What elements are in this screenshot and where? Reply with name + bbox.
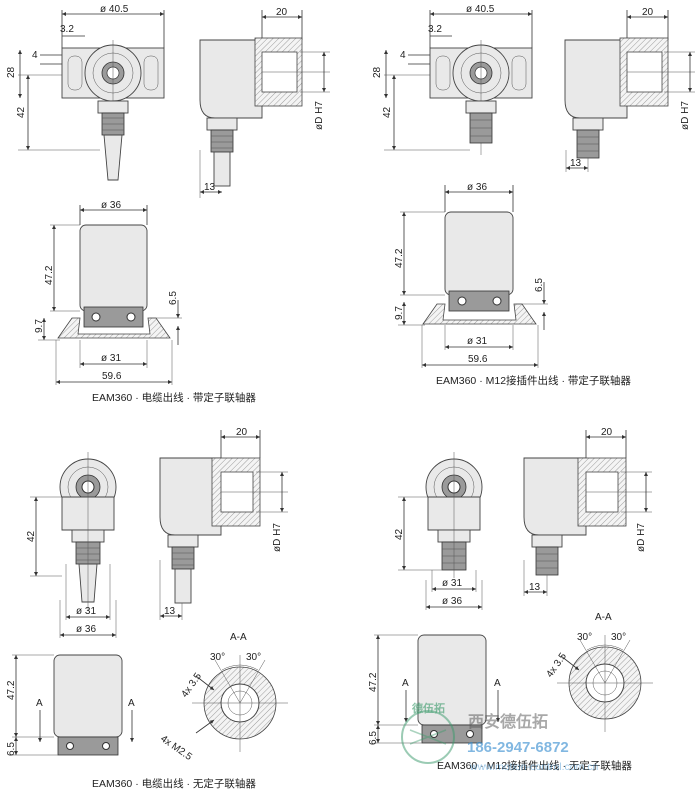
front-view: 42 ø 31 ø 36: [394, 452, 483, 610]
dim-47-2: 47.2: [394, 248, 405, 268]
angle-30-left: 30°: [577, 632, 592, 643]
panel-bottom-right-m12-without-stator: 42 ø 31 ø 36 20 øD H7 13: [368, 427, 653, 772]
stator-coupling: [57, 317, 171, 339]
dim-20: 20: [236, 427, 248, 438]
dim-42: 42: [394, 528, 405, 540]
caption: EAM360 · M12接插件出线 · 带定子联轴器: [436, 374, 631, 387]
watermark-seal-logo: 德伍拓: [401, 701, 455, 764]
dim-47-2: 47.2: [44, 265, 55, 285]
angle-30-right: 30°: [611, 632, 626, 643]
front-view-with-stator-coupling: ø 40.5 3.2 4 28 42: [6, 4, 165, 181]
dim-20: 20: [642, 7, 654, 18]
housing-side: [159, 457, 222, 536]
caption: EAM360 · 电缆出线 · 无定子联轴器: [92, 777, 256, 790]
side-view: 20 øD H7 13: [159, 427, 288, 620]
encoder-body: [53, 654, 123, 738]
dim-13: 13: [570, 158, 582, 169]
thread-4x-m2-5: 4x M2.5: [158, 733, 194, 763]
watermark-url: www.motion-control.com.cn: [469, 761, 599, 773]
dim-4: 4: [32, 50, 38, 61]
dim-13: 13: [529, 582, 541, 593]
thread-4x-3-5: 4x 3.5: [544, 651, 569, 680]
dim-47-2: 47.2: [368, 672, 379, 692]
front-view: 42 ø 31 ø 36: [26, 452, 117, 638]
dim-42: 42: [16, 106, 27, 118]
housing-side: [199, 39, 263, 119]
angle-30-left: 30°: [210, 652, 225, 663]
caption: EAM360 · 电缆出线 · 带定子联轴器: [92, 391, 256, 404]
section-view-a-a: A-A 30° 30° 4x 3.5: [544, 612, 653, 732]
dim-28: 28: [372, 66, 383, 78]
stator-coupling: [422, 303, 537, 325]
section-mark-a-right: A: [128, 698, 135, 709]
watermark-company: 西安德伍拓: [468, 712, 548, 731]
dim-diameter-31: ø 31: [442, 578, 462, 589]
housing-side: [564, 39, 628, 119]
dim-6-5: 6.5: [6, 742, 17, 756]
cable: [103, 134, 123, 181]
dim-42: 42: [26, 530, 37, 542]
dim-13: 13: [164, 606, 176, 617]
caption: EAM360 · M12接插件出线 · 无定子联轴器: [437, 759, 632, 772]
dim-6-5: 6.5: [168, 291, 179, 305]
side-view: 20 øD H7 13: [199, 7, 330, 198]
dim-3-2: 3.2: [428, 24, 442, 35]
thread-4x-3-5: 4x 3.5: [179, 671, 204, 700]
dim-13: 13: [204, 182, 216, 193]
panel-top-right-m12-with-stator: ø 40.5 3.2 4 28 42 20: [372, 4, 695, 387]
dim-bore-h7: øD H7: [272, 523, 283, 552]
dim-28: 28: [6, 66, 17, 78]
dim-diameter-36: ø 36: [467, 182, 487, 193]
dim-diameter-36: ø 36: [76, 624, 96, 635]
dim-diameter-31: ø 31: [467, 336, 487, 347]
section-mark-a-left: A: [402, 678, 409, 689]
side-view: 20 øD H7 13: [564, 7, 695, 172]
dim-20: 20: [276, 7, 288, 18]
front-view-with-stator-coupling: ø 40.5 3.2 4 28 42: [372, 4, 533, 155]
dim-4: 4: [400, 50, 406, 61]
dim-diameter-40-5: ø 40.5: [466, 4, 495, 15]
dim-diameter-36: ø 36: [442, 596, 462, 607]
encoder-body: [79, 224, 148, 312]
watermark: 德伍拓 西安德伍拓 186-2947-6872 www.motion-contr…: [401, 701, 599, 773]
dim-59-6: 59.6: [468, 354, 488, 365]
dim-diameter-31: ø 31: [76, 606, 96, 617]
dim-9-7: 9.7: [34, 319, 45, 333]
dim-9-7: 9.7: [394, 306, 405, 320]
dim-59-6: 59.6: [102, 371, 122, 382]
encoder-body: [444, 211, 514, 296]
dim-6-5: 6.5: [534, 278, 545, 292]
panel-top-left-cable-with-stator: ø 40.5 3.2 4 28 42: [6, 4, 330, 404]
dim-diameter-31: ø 31: [101, 353, 121, 364]
section-view-a-a: A-A 30° 30° 4x 3.5 4x M2.5: [158, 632, 288, 763]
dim-20: 20: [601, 427, 613, 438]
lower-view-with-stator: ø 36 47.2 9.7 6.5 ø 31 59.6: [394, 182, 548, 368]
side-view: 20 øD H7 13: [523, 427, 652, 596]
section-mark-a-right: A: [494, 678, 501, 689]
panel-bottom-left-cable-without-stator: 42 ø 31 ø 36 20 øD H7 13: [6, 427, 288, 790]
watermark-phone: 186-2947-6872: [467, 739, 569, 756]
angle-30-right: 30°: [246, 652, 261, 663]
dim-3-2: 3.2: [60, 24, 74, 35]
section-title: A-A: [230, 632, 247, 643]
dim-6-5: 6.5: [368, 731, 379, 745]
section-title: A-A: [595, 612, 612, 623]
dim-47-2: 47.2: [6, 680, 17, 700]
lower-view: 47.2 6.5 A A: [6, 654, 135, 756]
seal-text: 德伍拓: [411, 701, 445, 715]
dim-bore-h7: øD H7: [636, 523, 647, 552]
dim-diameter-36: ø 36: [101, 200, 121, 211]
lower-view-with-stator: ø 36 47.2 9.7 6.5 ø 31 59.6: [34, 200, 182, 385]
section-mark-a-left: A: [36, 698, 43, 709]
dim-42: 42: [382, 106, 393, 118]
dim-bore-h7: øD H7: [680, 101, 691, 130]
dim-bore-h7: øD H7: [314, 101, 325, 130]
housing-side: [523, 457, 587, 536]
lower-view: 47.2 6.5 A A: [368, 634, 501, 745]
dim-diameter-40-5: ø 40.5: [100, 4, 129, 15]
